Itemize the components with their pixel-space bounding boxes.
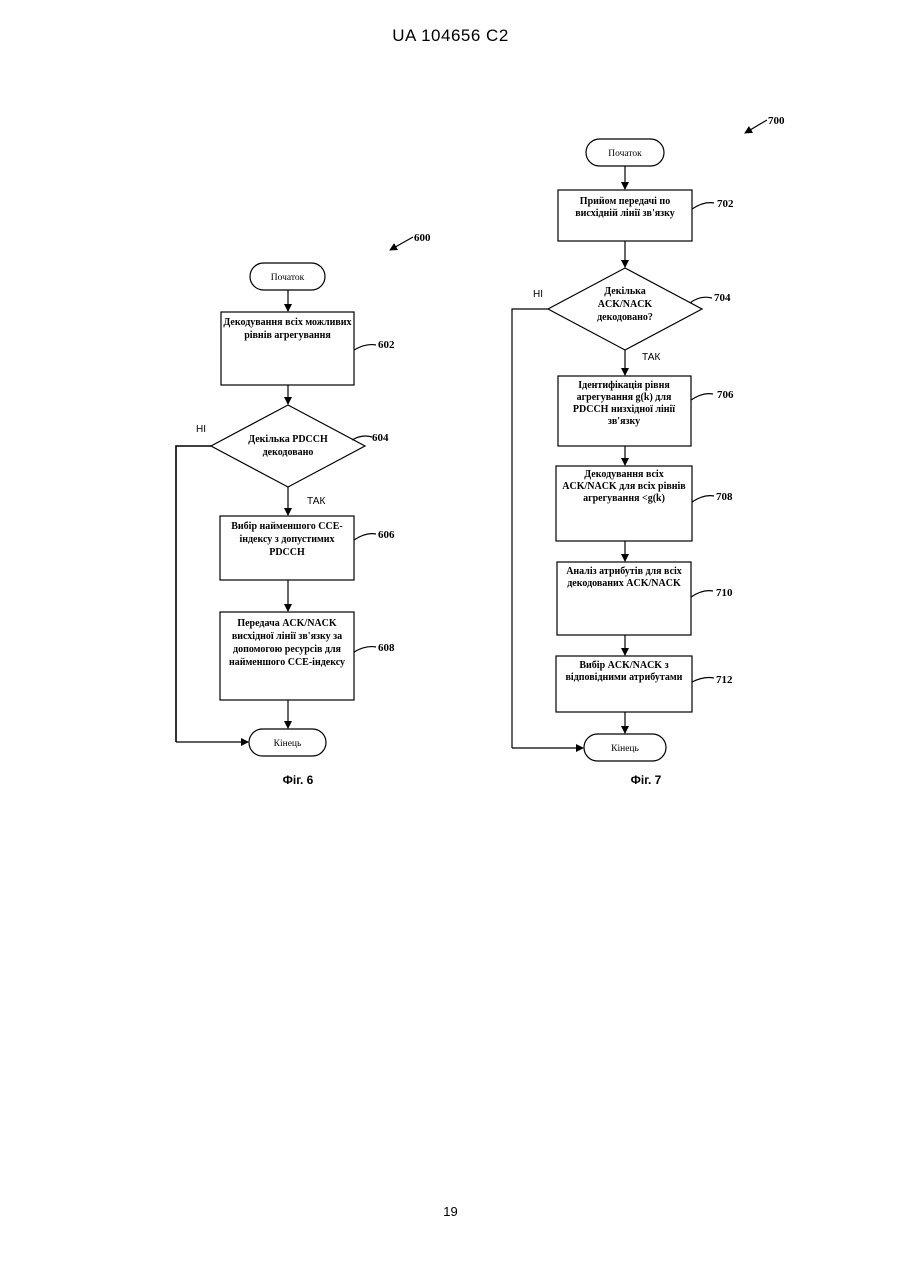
fig6-step-606-line-3: PDCCH (269, 547, 305, 558)
fig7-step-710-leader (691, 591, 713, 597)
fig6-step-608-line-2: висхідної лінії зв'язку за (232, 631, 342, 642)
fig7-step-708-line-3: агрегування <g(k) (583, 493, 665, 504)
fig7-decision-704-ref: 704 (714, 292, 731, 304)
fig7-decision-704-line-2: ACK/NACK (598, 299, 653, 310)
fig6-caption: Фіг. 6 (283, 773, 314, 787)
fig7-step-710-line-2: декодованих ACK/NACK (567, 578, 681, 589)
fig6-step-606-line-1: Вибір найменшого CCE- (231, 521, 342, 532)
fig6-step-606-ref: 606 (378, 529, 395, 541)
fig7-step-702-line-1: Прийом передачі по (580, 196, 670, 207)
fig6-step-606-leader (354, 534, 376, 540)
fig7-end-label: Кінець (611, 744, 639, 754)
fig7-start-label: Початок (608, 149, 642, 159)
fig6-decision-604-ref: 604 (372, 432, 389, 444)
fig6-yes-label: ТАК (307, 496, 325, 507)
figure-6: 600 Початок Декодування всіх можливих рі… (176, 232, 431, 787)
fig6-step-608-line-4: найменшого CCE-індексу (229, 657, 345, 668)
fig6-step-608-line-1: Передача ACK/NACK (237, 618, 337, 629)
fig6-step-606-line-2: індексу з допустимих (239, 534, 334, 545)
fig6-step-602-line-1: Декодування всіх можливих (223, 317, 351, 328)
fig6-decision-604 (211, 405, 365, 487)
fig7-step-710-line-1: Аналіз атрибутів для всіх (566, 566, 682, 577)
fig6-ref-arrow (390, 237, 413, 250)
fig7-step-706-line-3: PDCCH низхідної лінії (573, 404, 675, 415)
fig7-step-706-line-1: Ідентифікація рівня (578, 380, 670, 391)
fig7-step-706-line-4: зв'язку (608, 416, 640, 427)
fig6-step-608-leader (354, 647, 376, 652)
fig7-step-712-line-2: відповідними атрибутами (566, 672, 683, 683)
fig6-step-602-leader (354, 345, 376, 350)
fig7-ref-label: 700 (768, 115, 785, 127)
fig7-ref-arrow (745, 120, 767, 133)
fig7-step-708-line-1: Декодування всіх (584, 469, 663, 480)
fig6-step-608-line-3: допомогою ресурсів для (233, 644, 342, 655)
fig7-step-708-ref: 708 (716, 491, 733, 503)
fig6-step-602-line-2: рівнів агрегування (244, 330, 331, 341)
fig6-end-label: Кінець (274, 739, 302, 749)
fig6-start-label: Початок (271, 273, 305, 283)
fig7-step-702-leader (692, 203, 714, 209)
fig7-decision-704-line-3: декодовано? (597, 312, 653, 323)
fig6-ref-label: 600 (414, 232, 431, 244)
fig6-step-602-ref: 602 (378, 339, 395, 351)
fig7-step-712-ref: 712 (716, 674, 733, 686)
fig6-decision-604-leader (352, 436, 372, 440)
fig7-step-710-ref: 710 (716, 587, 733, 599)
fig7-decision-704-line-1: Декілька (604, 286, 646, 297)
fig7-step-702-line-2: висхідній лінії зв'язку (575, 208, 675, 219)
fig7-no-label: НІ (533, 289, 543, 300)
fig7-step-708-leader (692, 496, 714, 502)
fig7-decision-704-leader (690, 297, 712, 303)
fig6-decision-604-line-2: декодовано (263, 447, 314, 458)
fig7-step-708-line-2: ACK/NACK для всіх рівнів (562, 481, 686, 492)
fig7-step-706-leader (691, 394, 713, 400)
fig7-step-712-leader (692, 678, 714, 683)
fig6-step-608-ref: 608 (378, 642, 395, 654)
fig7-step-706-ref: 706 (717, 389, 734, 401)
fig7-step-712-line-1: Вибір ACK/NACK з (579, 660, 668, 671)
fig7-yes-label: ТАК (642, 352, 660, 363)
figure-7: 700 Початок Прийом передачі по висхідній… (512, 115, 785, 787)
fig7-step-702-ref: 702 (717, 198, 734, 210)
fig6-no-branch-line (176, 446, 211, 742)
page-number: 19 (0, 1204, 901, 1219)
fig6-decision-604-line-1: Декілька PDCCH (248, 434, 328, 445)
fig7-caption: Фіг. 7 (631, 773, 662, 787)
fig7-no-branch-line (512, 309, 548, 748)
fig6-no-label: НІ (196, 424, 206, 435)
fig7-step-706-line-2: агрегування g(k) для (577, 392, 672, 403)
